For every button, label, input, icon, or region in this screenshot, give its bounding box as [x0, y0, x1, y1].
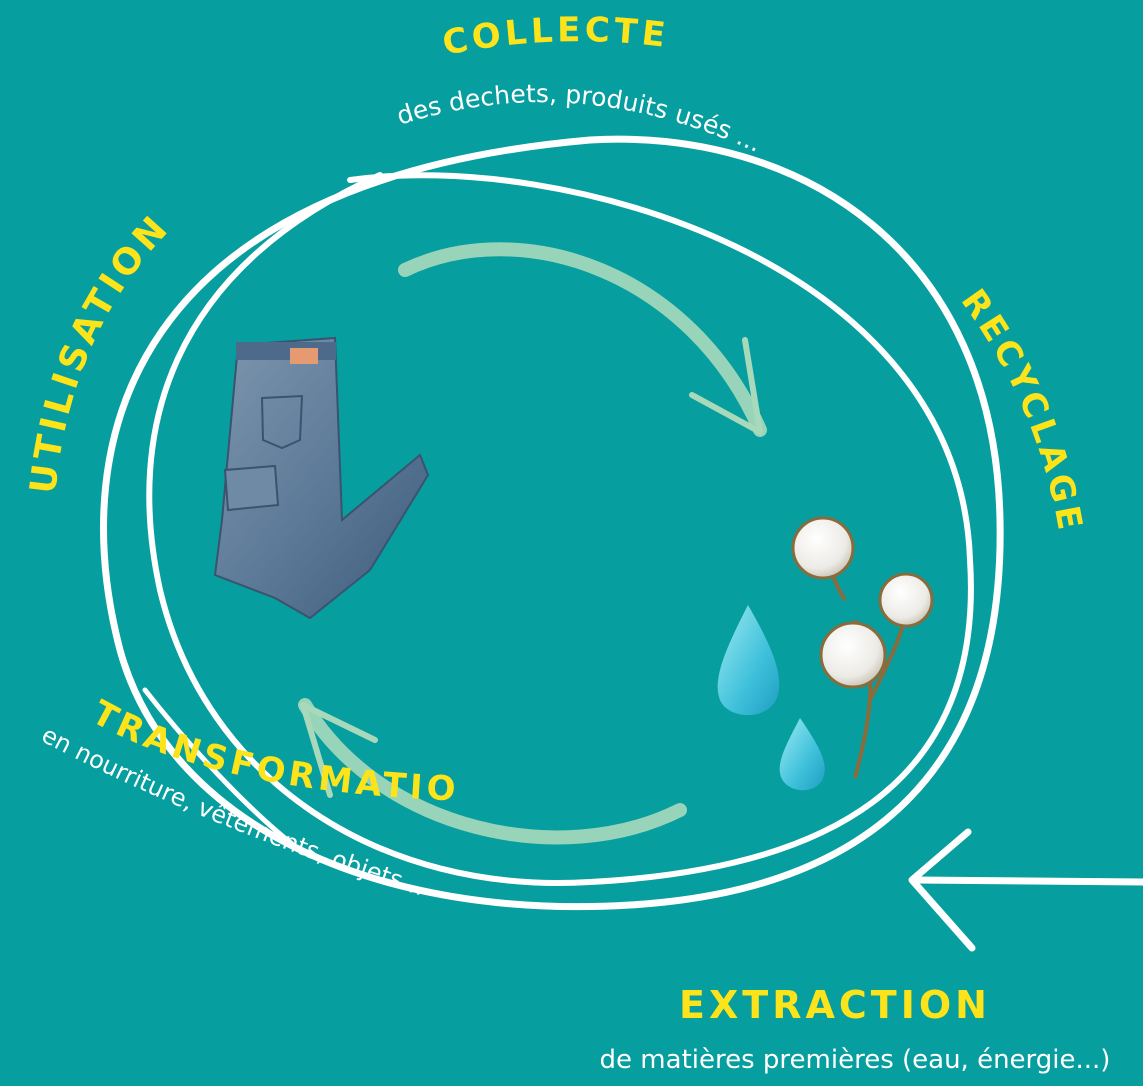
extraction-arrow-head: [908, 828, 976, 952]
cotton-boll-1: [791, 516, 855, 580]
inner-arrows: [298, 242, 767, 845]
water-drop-large: [717, 605, 780, 716]
label-utilisation: UTILISATION: [23, 207, 178, 496]
label-utilisation-text: UTILISATION: [23, 207, 174, 496]
jeans-waistband: [236, 342, 336, 360]
inner-arrow-top: [398, 242, 767, 437]
jeans-cuff: [223, 464, 280, 512]
label-recyclage-text: RECYCLAGE: [953, 282, 1087, 537]
cotton-branch-illustration: [791, 516, 934, 779]
label-recyclage: RECYCLAGE: [953, 282, 1091, 537]
water-drops-illustration: [717, 605, 825, 791]
label-collecte-text: COLLECTE: [439, 10, 667, 64]
extraction-arrow: [908, 828, 1143, 952]
cycle-loop-stray: [142, 687, 303, 853]
jeans-illustration: [213, 336, 430, 620]
sublabel-extraction: de matières premières (eau, énergie...): [600, 1045, 1111, 1075]
label-collecte: COLLECTE: [439, 10, 671, 64]
inner-arrow-top-head: [689, 337, 763, 435]
water-drop-small: [779, 718, 825, 791]
label-extraction: EXTRACTION: [679, 983, 991, 1027]
jeans-pocket: [260, 394, 304, 450]
cycle-loop-outer: [100, 135, 1004, 911]
cotton-boll-3: [819, 621, 887, 689]
inner-arrow-bottom: [298, 698, 687, 845]
cycle-loop: [100, 135, 1004, 911]
jeans-label: [290, 348, 318, 364]
cycle-loop-inner: [146, 172, 974, 886]
inner-arrow-bottom-head: [300, 702, 378, 798]
extraction-arrow-shaft: [911, 876, 1143, 886]
jeans-body: [213, 336, 430, 620]
cotton-boll-2: [878, 572, 934, 628]
